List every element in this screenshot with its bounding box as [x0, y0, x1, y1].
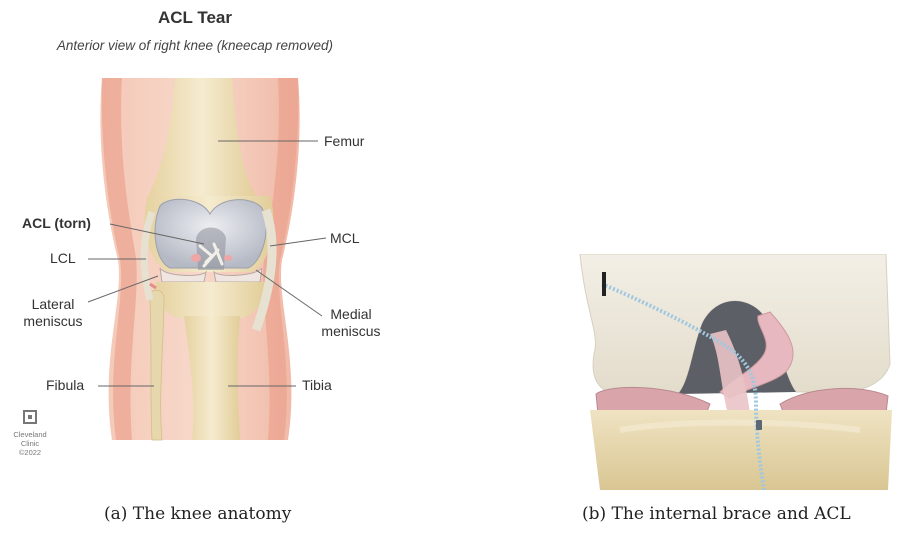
- label-lateral-meniscus-line1: Lateral: [18, 296, 88, 313]
- acl-hemorrhage-2: [224, 255, 232, 261]
- label-fibula: Fibula: [46, 377, 84, 394]
- label-acl-torn: ACL (torn): [22, 215, 91, 232]
- label-medial-meniscus-line1: Medial: [314, 306, 388, 323]
- label-lateral-meniscus-line2: meniscus: [18, 313, 88, 330]
- logo-line3: ©2022: [10, 448, 50, 457]
- label-medial-meniscus: Medial meniscus: [314, 306, 388, 340]
- logo-line1: Cleveland: [10, 430, 50, 439]
- label-medial-meniscus-line2: meniscus: [314, 323, 388, 340]
- logo-text: Cleveland Clinic ©2022: [10, 430, 50, 457]
- cleveland-clinic-logo-icon: [24, 411, 36, 423]
- caption-b: (b) The internal brace and ACL: [582, 504, 851, 524]
- label-tibia: Tibia: [302, 377, 332, 394]
- internal-brace-figure: [560, 254, 901, 490]
- acl-hemorrhage: [191, 254, 201, 262]
- label-femur: Femur: [324, 133, 364, 150]
- internal-brace-illustration: [560, 254, 901, 490]
- knee-anatomy-figure: ACL Tear Anterior view of right knee (kn…: [0, 0, 420, 470]
- caption-a: (a) The knee anatomy: [104, 504, 291, 524]
- brace-anchor: [756, 420, 762, 430]
- label-mcl: MCL: [330, 230, 360, 247]
- tibia-plateau: [156, 282, 266, 318]
- label-lcl: LCL: [50, 250, 76, 267]
- logo-line2: Clinic: [10, 439, 50, 448]
- label-lateral-meniscus: Lateral meniscus: [18, 296, 88, 330]
